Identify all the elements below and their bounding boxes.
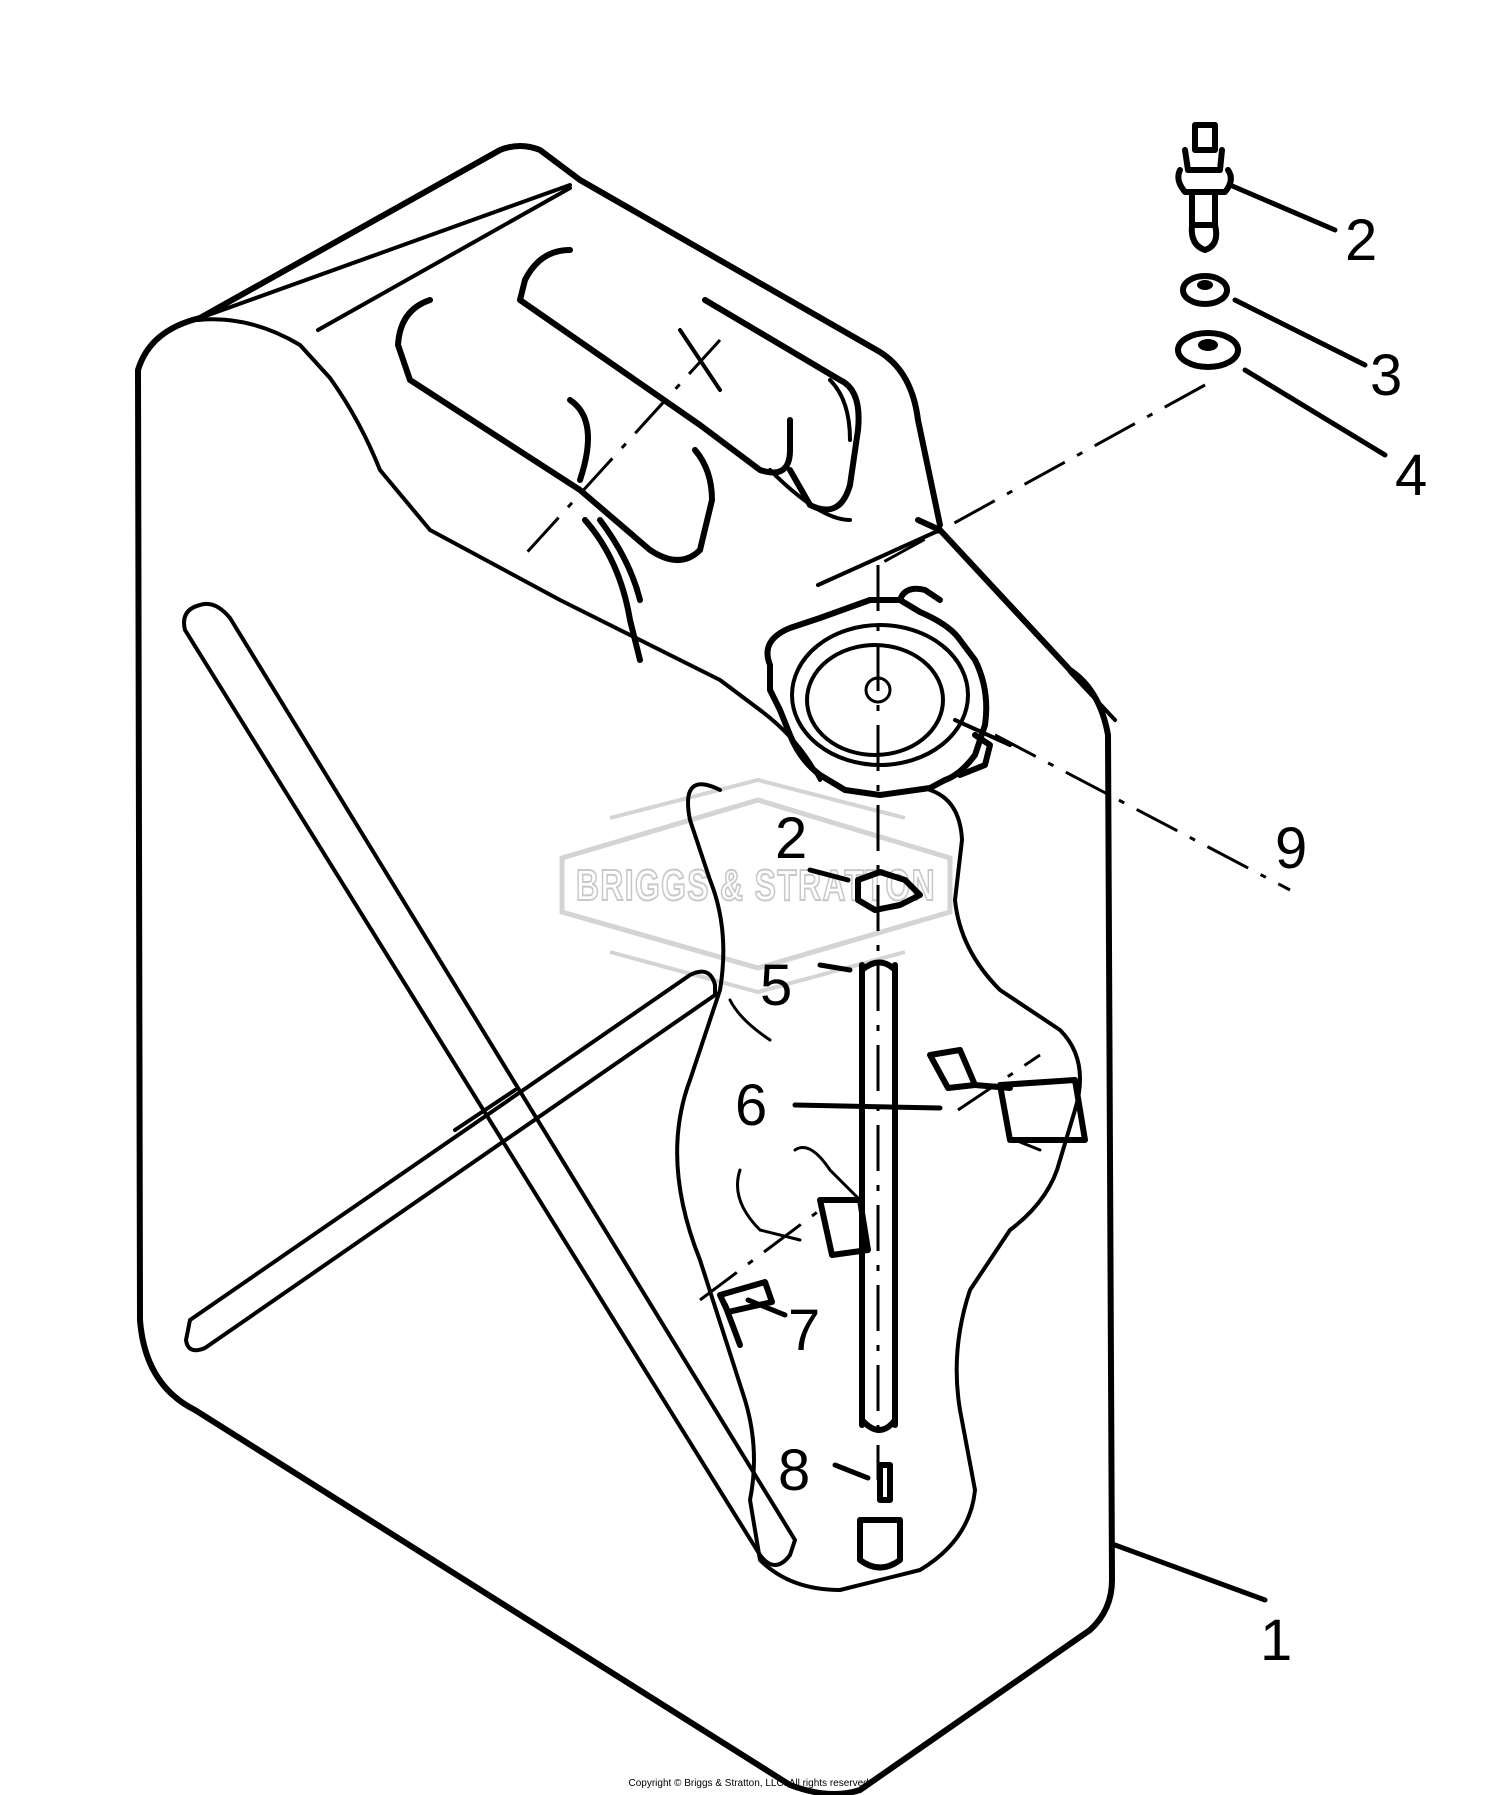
side-x-reinforcement [182,601,797,1567]
callout-6: 6 [735,1073,767,1138]
copyright-notice: Copyright © Briggs & Stratton, LLC. All … [628,1778,872,1789]
watermark-text: BRIGGS & STRATTON [576,861,936,910]
callout-4: 4 [1395,443,1427,508]
fill-neck-cap [764,585,1012,798]
fuel-can-body [135,143,1117,1795]
callout-2-nut: 2 [775,806,807,871]
handles [395,247,862,663]
vent-assembly [1175,122,1241,370]
callout-8: 8 [778,1438,810,1503]
centerlines [518,338,1291,1480]
callout-5: 5 [760,953,792,1018]
leader-lines [745,182,1388,1603]
callout-7: 7 [788,1298,820,1363]
callout-9: 9 [1275,816,1307,881]
callout-3: 3 [1370,343,1402,408]
cutaway-section [675,782,1082,1592]
callout-1: 1 [1260,1608,1292,1673]
internal-parts [717,869,1088,1571]
callout-2-vent: 2 [1345,208,1377,273]
callout-labels: 2 3 4 9 2 5 6 7 8 1 [735,208,1427,1673]
briggs-stratton-watermark: BRIGGS & STRATTON [559,777,953,995]
